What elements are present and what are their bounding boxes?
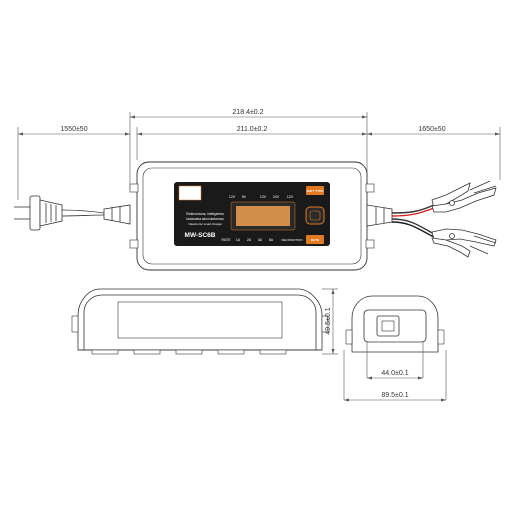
- rate-value-1: 1A: [236, 238, 241, 242]
- dim-ac-cable-length: 1550±50: [60, 126, 87, 133]
- dimension-arrows-top: [18, 115, 500, 136]
- mode-label: RECONDITION: [282, 238, 303, 242]
- dimension-lines-top: [17, 112, 501, 200]
- ac-cable-boot: [103, 204, 131, 225]
- voltage-label-1: 12V: [229, 195, 236, 199]
- rate-value-2: 2A: [247, 238, 252, 242]
- rate-value-4: 6A: [269, 238, 274, 242]
- positive-clamp: [431, 180, 497, 213]
- dim-overall-length: 218.4±0.2: [232, 109, 263, 116]
- svg-text:MW: MW: [184, 190, 197, 197]
- voltage-label-2: 6V: [242, 195, 247, 199]
- description-line2: ładowarka akumulatorowa: [186, 217, 223, 221]
- dim-body-length: 211.0±0.2: [237, 126, 268, 133]
- dc-cable-boot: [366, 204, 393, 227]
- voltage-indicators: 12V 6V 12V 24V 12V: [229, 195, 294, 199]
- dim-height: 49.5±0.1: [325, 307, 332, 334]
- model-name: MW-SC6B: [185, 232, 216, 239]
- voltage-label-4: 24V: [273, 195, 280, 199]
- brand-logo: MW POWER: [178, 185, 202, 201]
- dim-outer-width: 89.5±0.1: [381, 392, 408, 399]
- outer-width-dimension: [343, 350, 447, 401]
- description-line3: / Electronic smart charger: [188, 222, 222, 226]
- inner-width-dimension: [366, 342, 424, 379]
- height-arrows: [331, 289, 335, 354]
- batt-type-label: BATT TYPE: [307, 189, 323, 193]
- rate-button[interactable]: RATE: [306, 235, 324, 244]
- ac-plug: [14, 195, 63, 231]
- dim-inner-width: 44.0±0.1: [381, 370, 408, 377]
- end-view: [345, 295, 445, 353]
- ac-cable: [61, 209, 105, 217]
- side-view: [71, 288, 329, 355]
- dim-dc-cable-length: 1650±50: [418, 126, 445, 133]
- height-dimension: [322, 288, 338, 355]
- voltage-label-5: 12V: [287, 195, 294, 199]
- rate-indicators: RATE 1A 2A 3A 6A RECONDITION: [221, 238, 302, 242]
- lcd-display: [230, 201, 296, 231]
- svg-text:POWER: POWER: [184, 196, 196, 200]
- description-line1: Elektroniczna, Inteligentna: [186, 212, 224, 216]
- rate-label: RATE: [221, 238, 231, 242]
- voltage-label-3: 12V: [260, 195, 267, 199]
- outer-width-arrows: [344, 398, 446, 402]
- batt-type-button[interactable]: BATT TYPE: [306, 186, 324, 195]
- control-knob[interactable]: [305, 206, 325, 225]
- rate-button-label: RATE: [311, 238, 319, 242]
- dc-cables: [391, 204, 435, 238]
- rate-value-3: 3A: [258, 238, 263, 242]
- inner-width-arrows: [367, 376, 423, 380]
- negative-clamp: [431, 228, 497, 258]
